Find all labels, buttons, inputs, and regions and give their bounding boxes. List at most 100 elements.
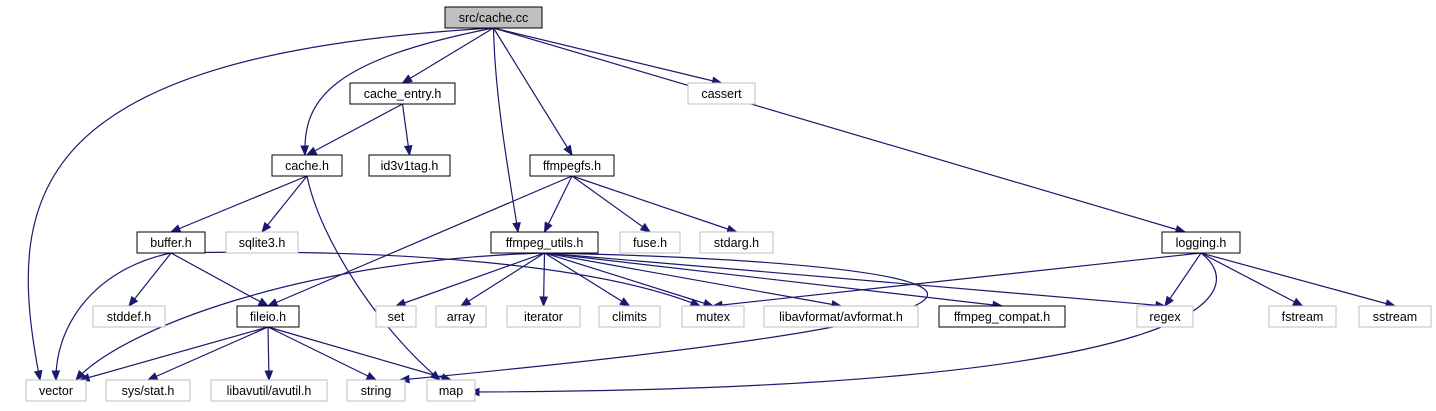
node-fileio-h[interactable]: fileio.h [236,305,300,328]
node-label: iterator [524,310,563,324]
node-box [25,379,87,402]
edge-ffmpegfs-h-to-stdarg-h [571,175,737,233]
edge-logging-h-to-sstream [1200,252,1396,307]
edge-ffmpeg-utils-h-to-climits [544,252,630,307]
node-box [681,305,745,328]
node-box [1161,231,1241,254]
node-label: fileio.h [250,310,286,324]
node-label: fstream [1282,310,1324,324]
node-label: ffmpegfs.h [543,159,601,173]
node-fuse-h: fuse.h [619,231,681,254]
node-box [444,6,543,29]
node-ffmpegfs-h[interactable]: ffmpegfs.h [529,154,615,177]
edge-ffmpeg-utils-h-to-mutex [544,252,714,307]
edge-src-cache-cc-to-cache-h-arrowhead [300,145,309,157]
edge-logging-h-to-fstream-arrowhead [1292,297,1304,307]
node-box [136,231,206,254]
node-label: cache_entry.h [364,87,442,101]
edge-cache-h-to-map [306,175,441,381]
node-label: id3v1tag.h [381,159,439,173]
node-box [687,82,756,105]
node-sys-stat-h: sys/stat.h [105,379,191,402]
node-ffmpeg-compat-h[interactable]: ffmpeg_compat.h [938,305,1066,328]
node-label: stdarg.h [714,236,759,250]
node-label: array [447,310,476,324]
edge-ffmpegfs-h-to-fileio-h [267,175,573,307]
node-cassert: cassert [687,82,756,105]
node-buffer-h[interactable]: buffer.h [136,231,206,254]
node-label: set [388,310,405,324]
node-stddef-h: stddef.h [92,305,166,328]
node-box [346,379,406,402]
node-logging-h[interactable]: logging.h [1161,231,1241,254]
edge-fileio-h-to-libavutil-avutil-h-arrowhead [264,370,274,382]
edge-logging-h-to-regex [1164,252,1202,307]
node-box [225,231,299,254]
edge-ffmpeg-utils-h-to-array [460,252,545,307]
node-cache-h[interactable]: cache.h [271,154,343,177]
node-array: array [435,305,487,328]
node-label: libavformat/avformat.h [779,310,903,324]
edge-fileio-h-to-sys-stat-h [147,326,269,381]
edge-ffmpeg-utils-h-to-array-arrowhead [459,297,472,307]
node-label: mutex [696,310,731,324]
node-label: sqlite3.h [239,236,286,250]
node-label: map [439,384,463,398]
edge-ffmpegfs-h-to-ffmpeg-utils-h-arrowhead [543,221,553,234]
edge-src-cache-cc-to-logging-h [493,27,1186,233]
edge-ffmpegfs-h-to-fuse-h [571,175,651,233]
node-ffmpeg-utils-h[interactable]: ffmpeg_utils.h [490,231,599,254]
node-box [598,305,661,328]
node-label: regex [1149,310,1181,324]
edge-logging-h-to-regex-arrowhead [1164,295,1174,308]
node-box [619,231,681,254]
edge-cache-entry-h-to-id3v1tag-h-arrowhead [403,144,413,157]
node-box [529,154,615,177]
node-map: map [426,379,476,402]
edge-src-cache-cc-to-cache-entry-h-arrowhead [401,74,413,84]
node-label: string [361,384,392,398]
node-box [763,305,919,328]
node-label: fuse.h [633,236,667,250]
node-box [1358,305,1432,328]
node-box [1268,305,1337,328]
node-label: cache.h [285,159,329,173]
node-label: sys/stat.h [122,384,175,398]
node-box [210,379,328,402]
edge-src-cache-cc-to-ffmpeg-utils-h-arrowhead [512,221,521,234]
node-src-cache-cc[interactable]: src/cache.cc [444,6,543,29]
edge-src-cache-cc-to-vector-arrowhead [33,369,43,382]
edge-cache-h-to-buffer-h [170,175,308,233]
node-box [375,305,417,328]
node-id3v1tag-h[interactable]: id3v1tag.h [368,154,451,177]
edge-fileio-h-to-sys-stat-h-arrowhead [146,372,159,381]
edge-logging-h-to-map [469,252,1217,393]
edge-cache-h-to-sqlite3-h [261,175,308,233]
edge-buffer-h-to-stddef-h [128,252,172,307]
node-sstream: sstream [1358,305,1432,328]
edge-buffer-h-to-fileio-h-arrowhead [257,297,270,307]
node-climits: climits [598,305,661,328]
node-box [105,379,191,402]
node-regex: regex [1136,305,1194,328]
node-box [435,305,487,328]
edge-buffer-h-to-stddef-h-arrowhead [128,295,139,308]
edge-ffmpeg-utils-h-to-set-arrowhead [394,298,407,307]
edge-logging-h-to-fstream [1200,252,1303,307]
node-mutex: mutex [681,305,745,328]
node-box [368,154,451,177]
edge-logging-h-to-mutex [712,252,1202,307]
node-label: cassert [701,87,742,101]
node-label: stddef.h [107,310,152,324]
edge-buffer-h-to-fileio-h [170,252,269,307]
edge-buffer-h-to-vector-arrowhead [51,370,61,382]
edge-cache-entry-h-to-cache-h-arrowhead [305,146,318,156]
edge-ffmpegfs-h-to-ffmpeg-utils-h [543,175,573,233]
edge-ffmpeg-utils-h-to-regex [544,252,1166,307]
node-set: set [375,305,417,328]
node-cache-entry-h[interactable]: cache_entry.h [349,82,456,105]
edge-fileio-h-to-vector [79,326,269,381]
node-libavformat-avformat-h: libavformat/avformat.h [763,305,919,328]
edge-fileio-h-to-map [267,326,452,381]
